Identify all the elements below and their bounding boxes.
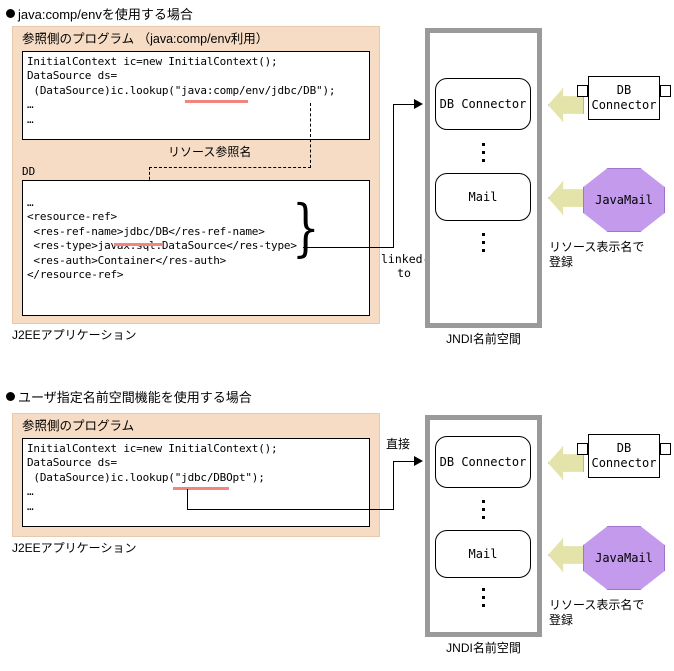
direct-label: 直接 — [386, 437, 411, 451]
jndi-entry-db-connector-2[interactable]: DB Connector — [435, 436, 531, 488]
jndi-ellipsis-2 — [482, 233, 485, 252]
panel-1-title: 参照側のプログラム （java:comp/env利用） — [22, 32, 269, 46]
dashed-line-v1 — [310, 103, 311, 168]
section-2-heading: ユーザ指定名前空間機能を使用する場合 — [6, 389, 252, 405]
program-code-box-2 — [22, 438, 370, 527]
jndi-caption-1: JNDI名前空間 — [446, 332, 521, 346]
dd-label-1: DD — [22, 165, 36, 178]
direct-line-h1 — [187, 509, 394, 510]
section-1-heading: java:comp/envを使用する場合 — [6, 6, 193, 22]
provider-db-connector-1[interactable]: DB Connector — [577, 76, 671, 120]
panel-2-caption: J2EEアプリケーション — [12, 541, 137, 555]
direct-line-v1 — [187, 489, 188, 510]
provider-note-1: リソース表示名で 登録 — [549, 240, 645, 269]
jndi-entry-mail-1[interactable]: Mail — [435, 173, 531, 221]
provider-db-connector-2[interactable]: DB Connector — [577, 434, 671, 478]
resource-ref-underline-1 — [185, 100, 248, 103]
linked-to-label: linked- to — [381, 252, 430, 280]
registration-arrow-2 — [548, 181, 584, 215]
jndi-ellipsis-3 — [482, 500, 485, 519]
bullet-icon-2 — [6, 392, 15, 402]
panel-1-caption: J2EEアプリケーション — [12, 328, 137, 342]
provider-note-2: リソース表示名で 登録 — [549, 598, 645, 627]
dd-grouping-brace: } — [292, 191, 320, 264]
dd-code-box-1 — [22, 180, 370, 316]
provider-javamail-1[interactable]: JavaMail — [583, 168, 665, 232]
linked-to-line-v1 — [393, 104, 394, 248]
linked-to-line-h1 — [303, 247, 394, 248]
linked-to-arrowhead — [414, 99, 423, 109]
res-ref-name-underline — [114, 243, 163, 246]
provider-db-connector-1-label: DB Connector — [591, 83, 657, 112]
component-tab-right-icon — [660, 85, 671, 97]
provider-javamail-1-label: JavaMail — [595, 193, 653, 207]
direct-line-v2 — [393, 461, 394, 510]
provider-db-connector-2-label: DB Connector — [591, 441, 657, 470]
program-code-box-1 — [22, 51, 370, 140]
program-code-2: InitialContext ic=new InitialContext(); … — [27, 442, 278, 513]
provider-javamail-2[interactable]: JavaMail — [583, 526, 665, 590]
program-code-1: InitialContext ic=new InitialContext(); … — [27, 55, 336, 126]
resource-name-underline-2 — [173, 487, 229, 490]
component-tab-left-icon-2 — [577, 443, 588, 455]
panel-2-title: 参照側のプログラム — [22, 419, 135, 433]
jndi-caption-2: JNDI名前空間 — [446, 641, 521, 655]
jndi-entry-db-connector-1[interactable]: DB Connector — [435, 78, 531, 130]
direct-line-h2 — [393, 461, 415, 462]
direct-arrowhead — [414, 456, 423, 466]
jndi-ellipsis-4 — [482, 588, 485, 607]
section-1-heading-text: java:comp/envを使用する場合 — [18, 7, 193, 23]
jndi-entry-mail-2[interactable]: Mail — [435, 530, 531, 578]
resource-ref-annotation-1: リソース参照名 — [168, 145, 252, 159]
bullet-icon — [6, 9, 15, 19]
registration-arrow-4 — [548, 538, 584, 572]
dd-code-1: … <resource-ref> <res-ref-name>jdbc/DB</… — [27, 196, 297, 282]
component-tab-left-icon — [577, 85, 588, 97]
dashed-line-h1 — [149, 167, 311, 168]
section-2-heading-text: ユーザ指定名前空間機能を使用する場合 — [18, 390, 252, 406]
jndi-ellipsis-1 — [482, 143, 485, 162]
provider-javamail-2-label: JavaMail — [595, 551, 653, 565]
component-tab-right-icon-2 — [660, 443, 671, 455]
linked-to-line-h2 — [393, 104, 415, 105]
